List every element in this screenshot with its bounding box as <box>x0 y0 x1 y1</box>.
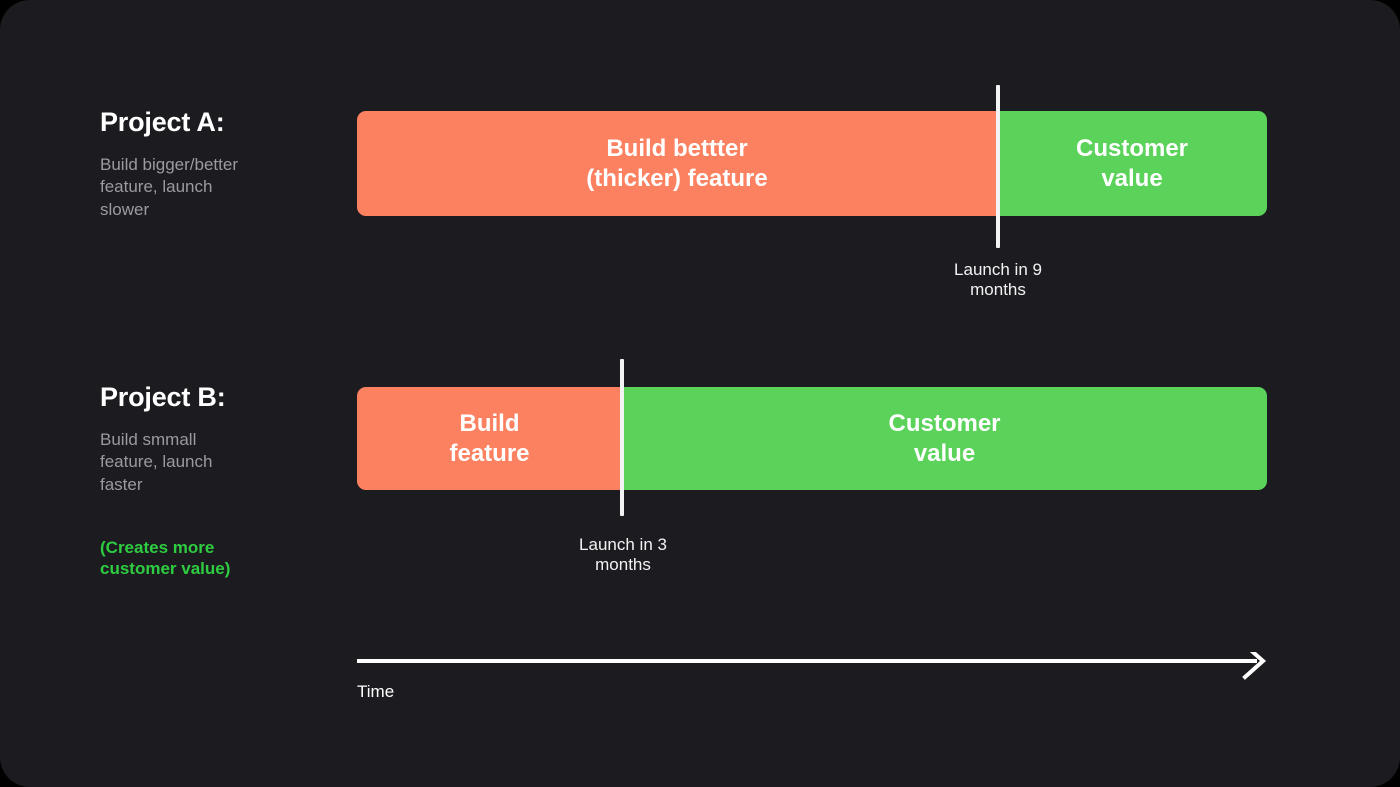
project-a-label-block: Project A: Build bigger/better feature, … <box>100 107 350 222</box>
project-b-launch-label: Launch in 3 months <box>579 535 667 575</box>
project-b-label-block: Project B: Build smmall feature, launch … <box>100 382 350 579</box>
project-b-note: (Creates more customer value) <box>100 537 231 578</box>
project-a-build-segment: Build bettter (thicker) feature <box>357 111 997 216</box>
project-a-launch-marker-line <box>996 85 1000 248</box>
arrow-right-icon <box>357 652 1267 680</box>
project-b-build-segment: Build feature <box>357 387 622 490</box>
project-a-launch-label: Launch in 9 months <box>954 260 1042 300</box>
time-axis <box>357 652 1267 692</box>
project-b-value-segment: Customer value <box>622 387 1267 490</box>
project-a-value-segment: Customer value <box>997 111 1267 216</box>
project-b-bar: Build feature Customer value <box>357 387 1267 490</box>
project-a-bar: Build bettter (thicker) feature Customer… <box>357 111 1267 216</box>
time-axis-label: Time <box>357 682 395 701</box>
project-b-launch-marker-line <box>620 359 624 516</box>
project-a-description: Build bigger/better feature, launch slow… <box>100 154 238 219</box>
project-a-title: Project A: <box>100 107 225 137</box>
project-b-description: Build smmall feature, launch faster <box>100 429 213 494</box>
project-b-title: Project B: <box>100 382 226 412</box>
